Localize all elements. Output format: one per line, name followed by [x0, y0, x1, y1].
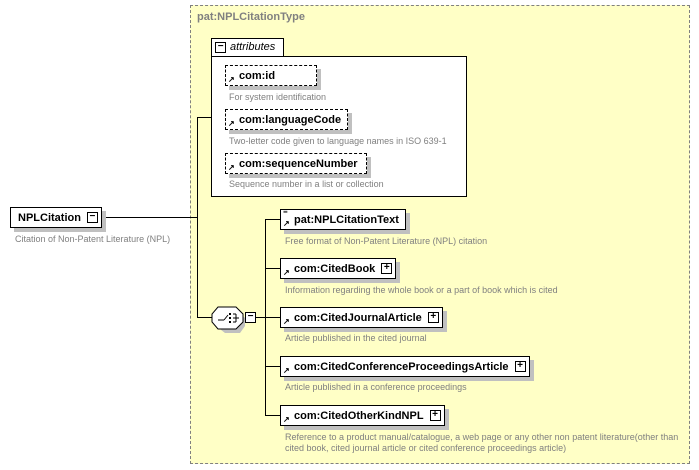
connector — [197, 117, 198, 318]
attribute-description: Two-letter code given to language names … — [229, 136, 447, 147]
element-description: Article published in the cited journal — [285, 333, 427, 344]
connector — [265, 317, 280, 318]
reference-arrow-icon: ↗ — [228, 164, 235, 172]
reference-arrow-icon: ↗ — [228, 76, 235, 84]
connector — [265, 219, 280, 220]
reference-arrow-icon: ↗ — [283, 367, 290, 375]
element-description: Free format of Non-Patent Literature (NP… — [285, 236, 487, 247]
element-description: Information regarding the whole book or … — [285, 285, 558, 296]
root-element-label: NPLCitation — [18, 212, 81, 224]
reference-arrow-icon: ↗ — [283, 269, 290, 277]
text-content-icon: ≡ — [283, 208, 288, 216]
element-description: Article published in a conference procee… — [285, 382, 467, 393]
element-cited-book[interactable]: ↗com:CitedBook+ — [280, 258, 396, 279]
connector — [265, 366, 280, 367]
attribute-sequencenumber[interactable]: ↗com:sequenceNumber — [225, 153, 367, 174]
element-description: Reference to a product manual/catalogue,… — [285, 432, 685, 454]
reference-arrow-icon: ↗ — [228, 120, 235, 128]
attribute-id[interactable]: ↗com:id — [225, 65, 317, 86]
reference-arrow-icon: ↗ — [283, 220, 290, 228]
expand-icon[interactable]: + — [430, 410, 441, 421]
element-cited-other-kind-npl[interactable]: ↗com:CitedOtherKindNPL+ — [280, 405, 445, 426]
collapse-icon[interactable]: − — [215, 42, 226, 53]
root-element-npl-citation[interactable]: NPLCitation− — [10, 207, 102, 228]
element-npl-citation-text[interactable]: ≡↗pat:NPLCitationText — [280, 209, 406, 230]
reference-arrow-icon: ↗ — [283, 416, 290, 424]
attribute-description: Sequence number in a list or collection — [229, 179, 384, 190]
collapse-icon[interactable]: − — [245, 312, 256, 323]
element-cited-journal-article[interactable]: ↗com:CitedJournalArticle+ — [280, 307, 443, 328]
reference-arrow-icon: ↗ — [283, 318, 290, 326]
expand-icon[interactable]: + — [515, 361, 526, 372]
expand-icon[interactable]: + — [428, 312, 439, 323]
attribute-description: For system identification — [229, 92, 326, 103]
type-title: pat:NPLCitationType — [197, 11, 305, 23]
connector — [256, 317, 265, 318]
element-cited-conference-proceedings-article[interactable]: ↗com:CitedConferenceProceedingsArticle+ — [280, 356, 530, 377]
connector — [197, 117, 211, 118]
connector — [100, 217, 197, 218]
attributes-tab[interactable]: − attributes — [211, 38, 284, 57]
root-description: Citation of Non-Patent Literature (NPL) — [15, 234, 170, 245]
attribute-languagecode[interactable]: ↗com:languageCode — [225, 109, 348, 130]
connector — [197, 317, 212, 318]
connector — [265, 415, 280, 416]
connector — [265, 268, 280, 269]
expand-icon[interactable]: + — [381, 263, 392, 274]
collapse-icon[interactable]: − — [87, 212, 98, 223]
attributes-label: attributes — [230, 41, 275, 53]
